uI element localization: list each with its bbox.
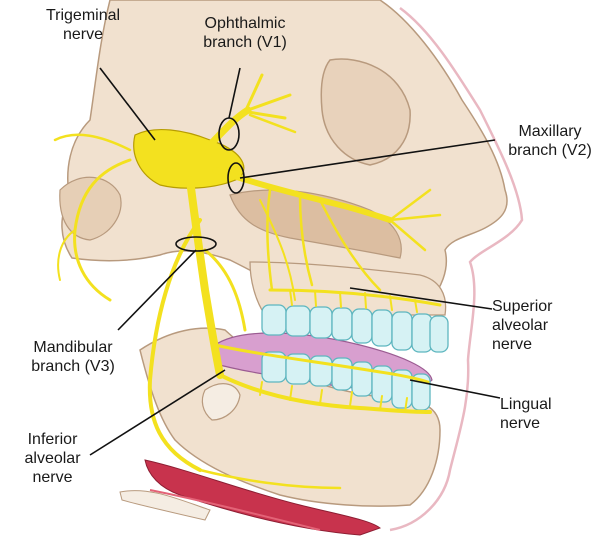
label-lingual-nerve: Lingual nerve — [500, 395, 580, 433]
label-inferior-alveolar-nerve: Inferior alveolar nerve — [0, 430, 105, 487]
label-superior-alveolar-nerve: Superior alveolar nerve — [492, 297, 592, 354]
label-maxillary-branch: Maxillary branch (V2) — [494, 122, 606, 160]
leader-mandibular — [118, 250, 196, 330]
label-mandibular-branch: Mandibular branch (V3) — [13, 338, 133, 376]
label-ophthalmic-branch: Ophthalmic branch (V1) — [185, 14, 305, 52]
label-trigeminal-nerve: Trigeminal nerve — [28, 6, 138, 44]
